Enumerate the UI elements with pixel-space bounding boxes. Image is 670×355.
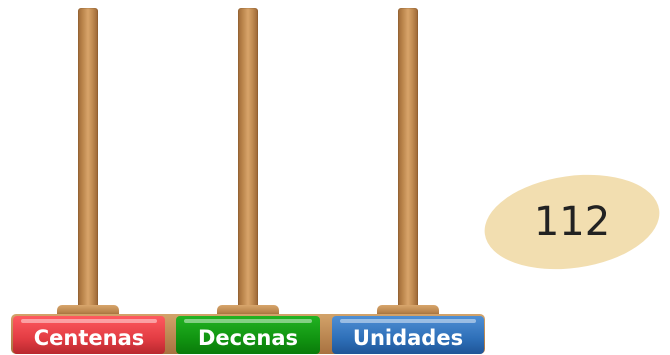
- column-label-centenas[interactable]: Centenas: [13, 316, 165, 354]
- rod-decenas[interactable]: [238, 8, 258, 310]
- column-label-text: Decenas: [198, 326, 298, 350]
- column-label-unidades[interactable]: Unidades: [332, 316, 484, 354]
- column-label-text: Centenas: [33, 326, 145, 350]
- rod-base-centenas: [57, 305, 119, 315]
- rod-base-decenas: [217, 305, 279, 315]
- rod-unidades[interactable]: [398, 8, 418, 310]
- target-number: 112: [533, 199, 611, 245]
- rod-base-unidades: [377, 305, 439, 315]
- rod-centenas[interactable]: [78, 8, 98, 310]
- column-label-text: Unidades: [352, 326, 464, 350]
- column-label-decenas[interactable]: Decenas: [176, 316, 320, 354]
